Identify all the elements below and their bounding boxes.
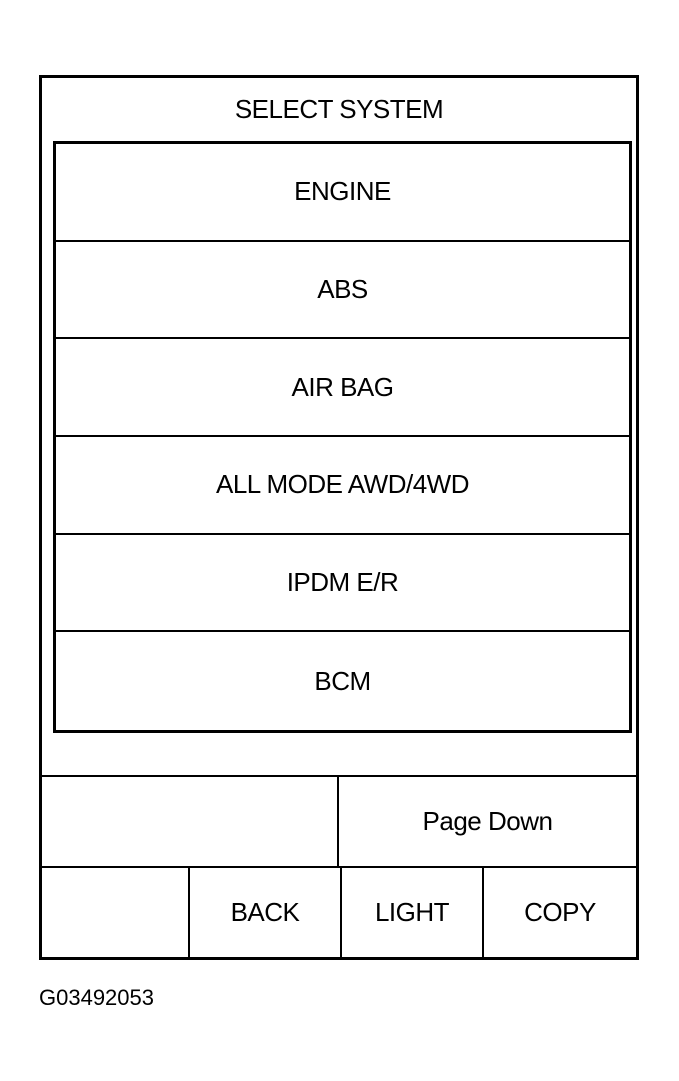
control-row-top: Page Down — [42, 777, 636, 868]
system-item-abs[interactable]: ABS — [56, 242, 629, 340]
light-button[interactable]: LIGHT — [342, 868, 484, 957]
figure-caption: G03492053 — [39, 985, 154, 1010]
empty-cell-top-left — [42, 777, 339, 866]
screen-title: SELECT SYSTEM — [234, 94, 444, 124]
system-item-air-bag[interactable]: AIR BAG — [56, 339, 629, 438]
system-item-all-mode-awd-4wd[interactable]: ALL MODE AWD/4WD — [56, 437, 629, 535]
page-down-button[interactable]: Page Down — [422, 806, 553, 836]
system-list: ENGINE ABS AIR BAG ALL MODE AWD/4WD IPDM… — [53, 141, 632, 733]
system-item-engine[interactable]: ENGINE — [56, 144, 629, 242]
system-item-bcm[interactable]: BCM — [314, 665, 371, 696]
control-panel: Page Down BACK LIGHT COPY — [42, 775, 636, 957]
back-button[interactable]: BACK — [190, 868, 342, 957]
empty-cell-bottom-left — [42, 868, 190, 957]
scan-tool-screen: SELECT SYSTEM ENGINE ABS AIR BAG ALL MOD… — [39, 75, 639, 960]
system-item-ipdm-er[interactable]: IPDM E/R — [56, 535, 629, 633]
copy-button[interactable]: COPY — [524, 897, 596, 927]
control-row-bottom: BACK LIGHT COPY — [42, 868, 636, 957]
